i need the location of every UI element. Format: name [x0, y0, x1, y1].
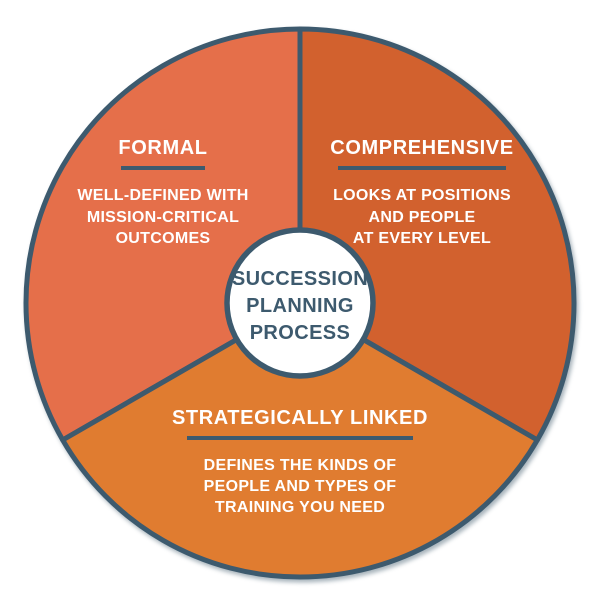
- segment-formal-label: FORMAL: [118, 137, 208, 159]
- segment-comprehensive-label: COMPREHENSIVE: [330, 137, 514, 159]
- segment-comprehensive-underline: [338, 166, 506, 170]
- segment-formal-wedge: [23, 26, 303, 443]
- center-label: SUCCESSION PLANNING PROCESS: [231, 268, 369, 344]
- segment-strategically-linked-wedge: [60, 300, 540, 580]
- segment-formal-underline: [121, 166, 205, 170]
- segment-comprehensive-description: LOOKS AT POSITIONS AND PEOPLE AT EVERY L…: [333, 187, 511, 247]
- segment-formal: FORMAL WELL-DEFINED WITH MISSION-CRITICA…: [53, 136, 273, 250]
- segment-strategically-linked-label: STRATEGICALLY LINKED: [171, 407, 429, 429]
- segment-strategically-linked-description: DEFINES THE KINDS OF PEOPLE AND TYPES OF…: [203, 457, 397, 516]
- segment-comprehensive: COMPREHENSIVE LOOKS AT POSITIONS AND PEO…: [302, 136, 542, 250]
- segment-strategically-linked: STRATEGICALLY LINKED DEFINES THE KINDS O…: [160, 406, 440, 518]
- center-circle: [224, 227, 376, 379]
- segment-strategically-linked-underline: [187, 436, 413, 440]
- segment-formal-description: WELL-DEFINED WITH MISSION-CRITICAL OUTCO…: [77, 187, 249, 247]
- segment-comprehensive-wedge: [297, 26, 577, 443]
